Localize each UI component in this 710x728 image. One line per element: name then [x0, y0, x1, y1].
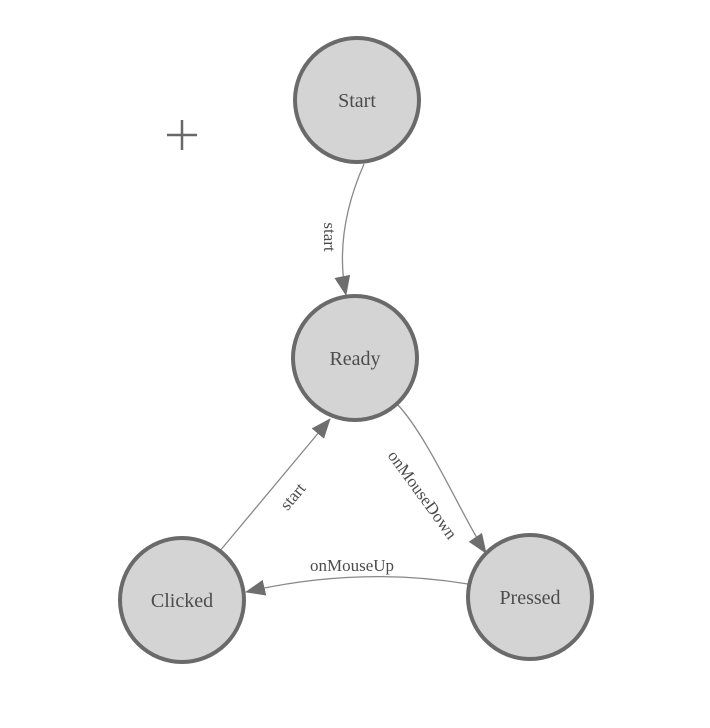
- node-pressed-circle[interactable]: [466, 533, 594, 661]
- edge-label-ready-to-pressed[interactable]: onMouseDown: [384, 447, 461, 543]
- edge-ready-to-pressed-path[interactable]: [396, 403, 487, 554]
- node-pressed-label: Pressed: [499, 587, 560, 609]
- node-pressed[interactable]: Pressed: [466, 533, 594, 661]
- edge-start-to-ready[interactable]: start: [320, 163, 365, 296]
- edge-pressed-to-clicked-path[interactable]: [245, 576, 469, 596]
- node-ready[interactable]: Ready: [291, 294, 419, 422]
- edge-clicked-to-ready-path[interactable]: [218, 418, 331, 553]
- edge-ready-to-pressed[interactable]: onMouseDown: [384, 403, 487, 554]
- node-clicked[interactable]: Clicked: [118, 536, 246, 664]
- node-start-circle[interactable]: [293, 36, 421, 164]
- edge-clicked-to-ready[interactable]: start: [218, 418, 331, 553]
- node-clicked-label: Clicked: [151, 590, 213, 612]
- plus-icon: [167, 120, 197, 150]
- edge-label-clicked-to-ready[interactable]: start: [276, 479, 310, 514]
- node-start[interactable]: Start: [293, 36, 421, 164]
- node-start-label: Start: [338, 90, 376, 112]
- node-clicked-circle[interactable]: [118, 536, 246, 664]
- edge-label-pressed-to-clicked[interactable]: onMouseUp: [310, 556, 394, 575]
- edge-pressed-to-clicked[interactable]: onMouseUp: [245, 556, 469, 596]
- edge-start-to-ready-path[interactable]: [334, 163, 365, 296]
- node-ready-label: Ready: [329, 348, 380, 370]
- node-ready-circle[interactable]: [291, 294, 419, 422]
- edge-label-start-to-ready[interactable]: start: [320, 222, 339, 252]
